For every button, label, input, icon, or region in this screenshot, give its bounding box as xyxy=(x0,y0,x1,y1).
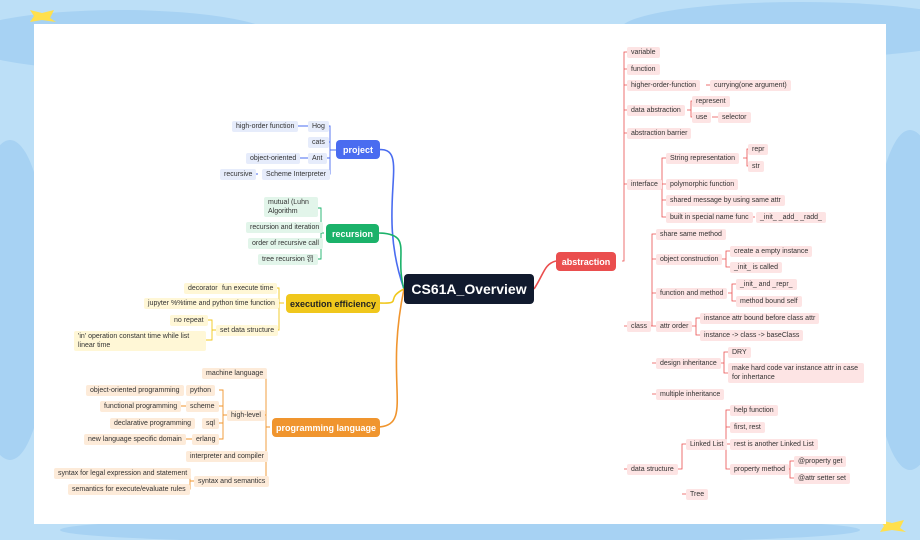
data-abstraction-represent[interactable]: represent xyxy=(692,96,730,107)
data-structure-tree[interactable]: Tree xyxy=(686,489,709,500)
syntax-detail[interactable]: syntax for legal expression and statemen… xyxy=(54,468,192,479)
high-level-python[interactable]: python xyxy=(186,385,216,396)
abstraction-node[interactable]: abstraction xyxy=(556,252,616,271)
language-item-high-level[interactable]: high-level xyxy=(227,410,265,421)
attr-order-instance-first[interactable]: instance attr bound before class attr xyxy=(700,313,820,324)
erlang-detail[interactable]: new language specific domain xyxy=(84,434,186,445)
string-rep-repr[interactable]: repr xyxy=(748,144,769,155)
builtin-special-names[interactable]: _init_ _add_ _radd_ xyxy=(756,212,826,223)
branch-recursion xyxy=(378,232,405,290)
set-in-operation[interactable]: 'in' operation constant time while list … xyxy=(74,331,206,351)
class-attr-order[interactable]: attr order xyxy=(656,321,693,332)
recursion-node[interactable]: recursion xyxy=(326,224,379,243)
method-init-repr[interactable]: _init_ and _repr_ xyxy=(736,279,797,290)
semantics-detail[interactable]: semantics for execute/evaluate rules xyxy=(68,484,190,495)
recursion-item-tree[interactable]: tree recursion 罚 xyxy=(258,254,318,265)
efficiency-item-jupyter[interactable]: jupyter %%time and python time function xyxy=(144,298,279,309)
efficiency-decorator[interactable]: decorator xyxy=(184,283,222,294)
class-design-inheritance[interactable]: design inheritance xyxy=(656,358,721,369)
project-item-cats[interactable]: cats xyxy=(308,137,329,148)
branch-efficiency xyxy=(378,288,405,304)
branch-project xyxy=(375,148,405,290)
language-item-interpreter[interactable]: interpreter and compiler xyxy=(186,451,268,462)
high-level-erlang[interactable]: erlang xyxy=(192,434,220,445)
linked-list-rest-another[interactable]: rest is another Linked List xyxy=(730,439,818,450)
use-selector[interactable]: selector xyxy=(718,112,751,123)
data-abstraction-use[interactable]: use xyxy=(692,112,712,123)
construction-init-called[interactable]: _init_ is called xyxy=(730,262,782,273)
abstraction-barrier[interactable]: abstraction barrier xyxy=(627,128,692,139)
sql-detail[interactable]: declarative programming xyxy=(110,418,196,429)
linked-list-help-function[interactable]: help function xyxy=(730,405,778,416)
recursion-item-iteration[interactable]: recursion and iteration xyxy=(246,222,324,233)
language-item-machine[interactable]: machine language xyxy=(202,368,268,379)
property-get[interactable]: @property get xyxy=(794,456,847,467)
high-level-scheme[interactable]: scheme xyxy=(186,401,219,412)
root-node[interactable]: CS61A_Overview xyxy=(404,274,534,304)
class-object-construction[interactable]: object construction xyxy=(656,254,723,265)
mindmap-canvas: CS61A_Overview project Hog high-order fu… xyxy=(34,24,886,524)
linked-list-property-method[interactable]: property method xyxy=(730,464,789,475)
python-detail[interactable]: object-oriented programming xyxy=(86,385,184,396)
star-icon xyxy=(30,10,56,22)
abstraction-function[interactable]: function xyxy=(627,64,660,75)
scheme-detail[interactable]: functional programming xyxy=(100,401,182,412)
efficiency-item-set[interactable]: set data structure xyxy=(216,325,279,336)
abstraction-variable[interactable]: variable xyxy=(627,47,660,58)
project-node[interactable]: project xyxy=(336,140,380,159)
interface-builtin[interactable]: built in special name func xyxy=(666,212,753,223)
abstraction-interface[interactable]: interface xyxy=(627,179,662,190)
star-icon xyxy=(880,520,906,532)
project-item-scheme[interactable]: Scheme Interpreter xyxy=(262,169,330,180)
inheritance-hard-code[interactable]: make hard code var instance attr in case… xyxy=(728,363,864,383)
interface-string-rep[interactable]: String representation xyxy=(666,153,739,164)
branch-abstraction xyxy=(533,260,557,290)
high-level-sql[interactable]: sql xyxy=(202,418,219,429)
language-item-syntax[interactable]: syntax and semantics xyxy=(194,476,270,487)
language-node[interactable]: programming language xyxy=(272,418,380,437)
project-ant-detail[interactable]: object-oriented xyxy=(246,153,301,164)
set-no-repeat[interactable]: no repeat xyxy=(170,315,208,326)
abstraction-hof[interactable]: higher-order-function xyxy=(627,80,700,91)
branch-language xyxy=(378,288,405,428)
attr-order-chain[interactable]: instance -> class -> baseClass xyxy=(700,330,804,341)
method-bound-self[interactable]: method bound self xyxy=(736,296,802,307)
efficiency-item-execute-time[interactable]: fun execute time xyxy=(218,283,278,294)
hof-currying[interactable]: currying(one argument) xyxy=(710,80,791,91)
recursion-item-order[interactable]: order of recursive call xyxy=(248,238,323,249)
property-setter[interactable]: @attr setter set xyxy=(794,473,850,484)
linked-list-first-rest[interactable]: first, rest xyxy=(730,422,765,433)
abstraction-data-structure[interactable]: data structure xyxy=(627,464,678,475)
class-function-method[interactable]: function and method xyxy=(656,288,728,299)
abstraction-data-abstraction[interactable]: data abstraction xyxy=(627,105,685,116)
construction-create-instance[interactable]: create a empty instance xyxy=(730,246,813,257)
class-share-method[interactable]: share same method xyxy=(656,229,726,240)
recursion-item-mutual[interactable]: mutual (Luhn Algorithm xyxy=(264,197,318,217)
efficiency-node[interactable]: execution efficiency xyxy=(286,294,380,313)
abstraction-class[interactable]: class xyxy=(627,321,651,332)
inheritance-dry[interactable]: DRY xyxy=(728,347,751,358)
interface-shared-message[interactable]: shared message by using same attr xyxy=(666,195,785,206)
tree-icon: 罚 xyxy=(306,256,314,263)
data-structure-linked-list[interactable]: Linked List xyxy=(686,439,728,450)
interface-polymorphic[interactable]: polymorphic function xyxy=(666,179,739,190)
string-rep-str[interactable]: str xyxy=(748,161,764,172)
project-item-ant[interactable]: Ant xyxy=(308,153,327,164)
project-item-hog[interactable]: Hog xyxy=(308,121,329,132)
class-multiple-inheritance[interactable]: multiple inheritance xyxy=(656,389,725,400)
project-hog-detail[interactable]: high-order function xyxy=(232,121,299,132)
project-scheme-detail[interactable]: recursive xyxy=(220,169,257,180)
